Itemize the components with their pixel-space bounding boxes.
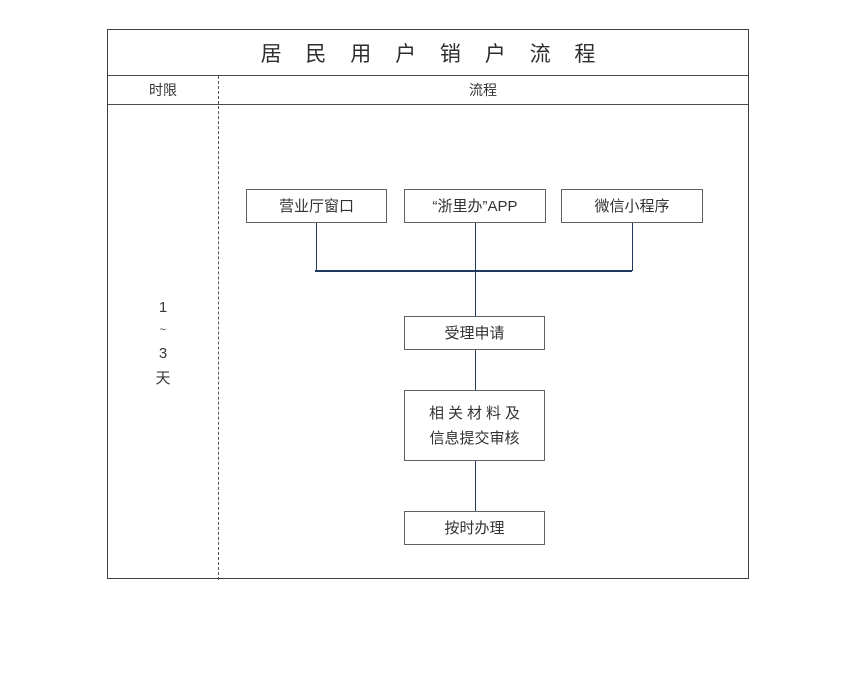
connector-wechat-down: [631, 223, 634, 271]
node-submit-materials-label-line1: 相关材料及: [428, 404, 524, 422]
node-process-on-time-label: 按时办理: [444, 519, 505, 537]
node-wechat-miniprogram-label: 微信小程序: [594, 197, 670, 215]
node-hall-window[interactable]: 营业厅窗口: [246, 189, 387, 223]
flowchart-table: 居 民 用 户 销 户 流 程 时限 流程 1 ~ 3 天 营业厅窗: [107, 29, 749, 580]
table-body: 1 ~ 3 天 营业厅窗口 “浙里办”APP 微信小程序: [108, 105, 748, 580]
node-zhelishi-app-label: “浙里办”APP: [432, 197, 518, 215]
node-submit-materials[interactable]: 相关材料及 信息提交审核: [404, 390, 545, 461]
node-zhelishi-app[interactable]: “浙里办”APP: [404, 189, 546, 223]
node-process-on-time[interactable]: 按时办理: [404, 511, 545, 545]
connector-hall-down: [315, 223, 318, 271]
connector-app-down: [474, 223, 477, 271]
connector-to-handle: [474, 461, 477, 511]
connector-to-materials: [474, 350, 477, 390]
flow-diagram: 营业厅窗口 “浙里办”APP 微信小程序 受理申请 相关材料及 信息提交审核 按…: [218, 105, 748, 580]
time-limit-max: 3: [158, 344, 168, 362]
connector-to-accept: [474, 270, 477, 316]
node-accept-application-label: 受理申请: [444, 324, 505, 342]
node-accept-application[interactable]: 受理申请: [404, 316, 545, 350]
node-submit-materials-label-line2: 信息提交审核: [429, 429, 520, 447]
time-limit-unit: 天: [155, 369, 171, 387]
connector-merge-bus: [315, 270, 632, 272]
node-wechat-miniprogram[interactable]: 微信小程序: [561, 189, 703, 223]
title-row: 居 民 用 户 销 户 流 程: [108, 30, 748, 76]
column-header-time-limit: 时限: [149, 82, 177, 98]
column-header-row: 时限 流程: [108, 76, 748, 105]
node-hall-window-label: 营业厅窗口: [278, 197, 354, 215]
time-limit-cell: 1 ~ 3 天: [108, 105, 218, 580]
time-limit-range-separator: ~: [159, 323, 167, 336]
column-header-flow: 流程: [469, 82, 497, 98]
time-limit-min: 1: [158, 298, 168, 316]
page-title: 居 民 用 户 销 户 流 程: [260, 42, 605, 66]
column-divider: [218, 76, 219, 580]
